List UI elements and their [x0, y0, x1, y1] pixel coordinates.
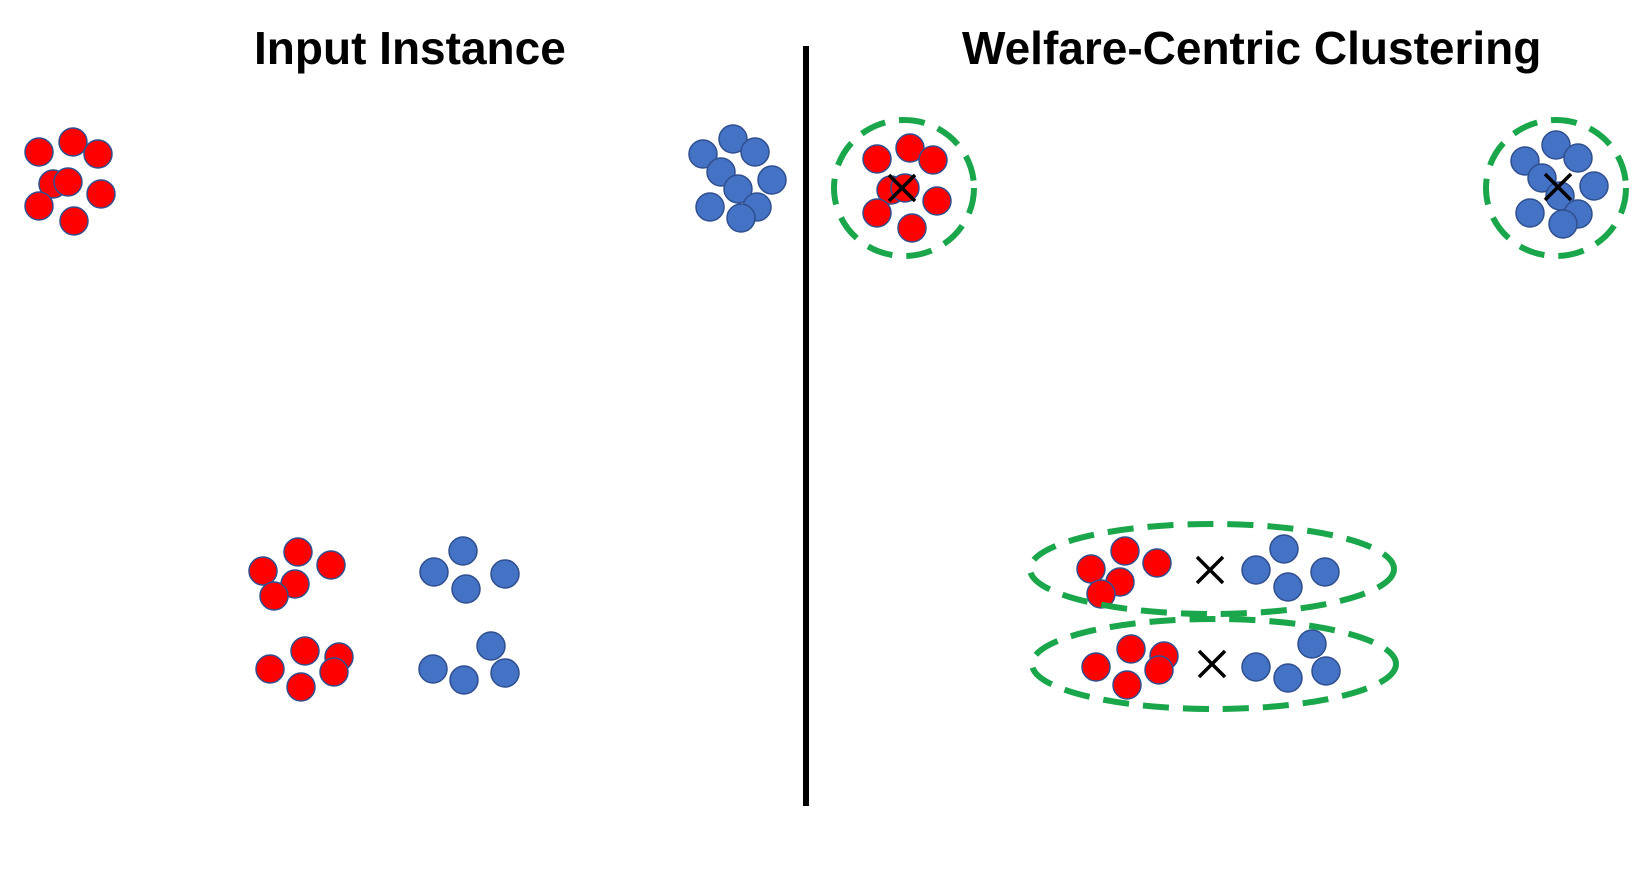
- red-point: [58, 127, 88, 157]
- red-point: [319, 657, 349, 687]
- blue-point: [1548, 209, 1578, 239]
- x-mark-icon: [1197, 649, 1227, 679]
- red-point: [1076, 554, 1106, 584]
- red-point: [259, 581, 289, 611]
- cluster-red-top: [831, 117, 977, 259]
- panel-title-welfare-centric-clustering: Welfare-Centric Clustering: [962, 22, 1542, 74]
- cluster-mixed-lower: [1029, 616, 1399, 712]
- blue-point: [1527, 163, 1557, 193]
- red-point: [895, 133, 925, 163]
- red-point: [286, 672, 316, 702]
- cluster-outline: [1029, 616, 1399, 712]
- blue-point: [1269, 534, 1299, 564]
- red-point: [316, 550, 346, 580]
- blue-point: [718, 124, 748, 154]
- left-panel: [24, 124, 787, 702]
- red-point: [24, 191, 54, 221]
- blue-point: [723, 174, 753, 204]
- red-point: [1110, 536, 1140, 566]
- red-cluster-bottom-upper: [248, 537, 346, 611]
- blue-point: [695, 192, 725, 222]
- red-point: [862, 144, 892, 174]
- blue-point: [688, 139, 718, 169]
- red-point: [255, 654, 285, 684]
- x-mark-icon: [887, 173, 917, 203]
- right-panel: [831, 117, 1629, 712]
- blue-cluster-bottom-upper: [419, 536, 520, 604]
- blue-point: [476, 631, 506, 661]
- blue-point: [1579, 171, 1609, 201]
- cluster-outline: [1027, 521, 1397, 617]
- red-point: [897, 213, 927, 243]
- blue-point: [1273, 572, 1303, 602]
- red-point: [86, 179, 116, 209]
- cluster-outline: [831, 117, 977, 259]
- red-point: [1144, 655, 1174, 685]
- x-mark-icon: [1543, 172, 1573, 202]
- blue-point: [1515, 198, 1545, 228]
- blue-point: [418, 654, 448, 684]
- red-point: [862, 198, 892, 228]
- blue-point: [757, 165, 787, 195]
- red-point: [59, 206, 89, 236]
- blue-point: [1297, 629, 1327, 659]
- blue-point: [1311, 656, 1341, 686]
- red-point: [248, 556, 278, 586]
- red-point: [1081, 652, 1111, 682]
- red-point: [1086, 579, 1116, 609]
- panel-title-input-instance: Input Instance: [254, 22, 566, 74]
- blue-point: [490, 559, 520, 589]
- red-point: [1116, 634, 1146, 664]
- blue-point: [1563, 143, 1593, 173]
- x-mark-icon: [1195, 555, 1225, 585]
- blue-point: [740, 137, 770, 167]
- red-point: [918, 145, 948, 175]
- red-point: [83, 139, 113, 169]
- red-point: [24, 137, 54, 167]
- blue-point: [419, 557, 449, 587]
- blue-cluster-top-right: [688, 124, 787, 233]
- red-point: [283, 537, 313, 567]
- red-point: [922, 186, 952, 216]
- blue-point: [1310, 557, 1340, 587]
- red-cluster-bottom-lower: [255, 636, 354, 702]
- blue-point: [1241, 652, 1271, 682]
- blue-point: [1241, 555, 1271, 585]
- red-point: [890, 173, 920, 203]
- cluster-blue-top: [1483, 117, 1629, 259]
- blue-point: [1541, 130, 1571, 160]
- red-point: [1142, 548, 1172, 578]
- red-point: [1112, 670, 1142, 700]
- blue-point: [449, 665, 479, 695]
- blue-point: [451, 574, 481, 604]
- red-point: [53, 167, 83, 197]
- red-cluster-top-left: [24, 127, 116, 236]
- red-point: [290, 636, 320, 666]
- blue-point: [490, 658, 520, 688]
- blue-point: [726, 203, 756, 233]
- blue-cluster-bottom-lower: [418, 631, 520, 695]
- cluster-outline: [1483, 117, 1629, 259]
- blue-point: [448, 536, 478, 566]
- cluster-mixed-upper: [1027, 521, 1397, 617]
- blue-point: [1273, 663, 1303, 693]
